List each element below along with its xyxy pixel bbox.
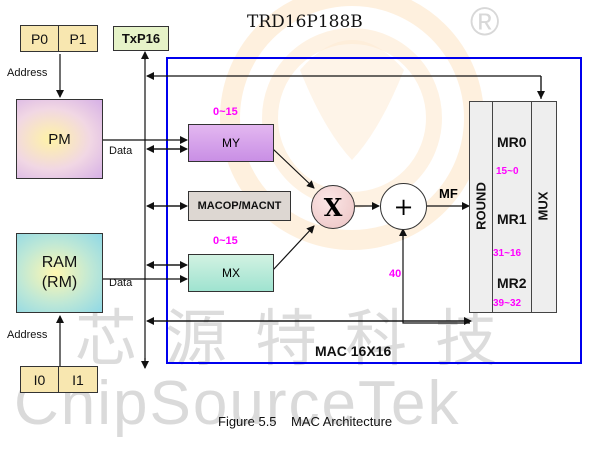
figure-caption: Figure 5.5 MAC Architecture [218,414,393,429]
data-label-pm: Data [109,145,133,157]
my-register: MY [188,124,274,162]
mux-label: MUX [535,191,551,221]
diagram-title: TRD16P188B [247,12,363,32]
my-range-label: 0~15 [213,106,238,118]
ram-label: RAM [41,254,78,271]
round-label: ROUND [473,182,489,230]
multiplier-node: X [311,185,355,229]
mac-boundary [166,57,582,364]
mr0-register: MR0 [497,134,527,150]
mac-name-label: MAC 16X16 [315,343,392,359]
mr1-bits: 31~16 [493,248,522,259]
registered-mark: ® [470,0,500,44]
mx-register: MX [188,254,274,292]
port-i0: I0 [20,366,59,393]
port-txp16: TxP16 [113,26,169,51]
mr0-bits: 15~0 [496,166,519,177]
adder-node: + [380,183,427,230]
ram-block: RAM (RM) [16,233,103,313]
ram-sublabel: (RM) [41,274,78,291]
port-p1: P1 [58,25,98,52]
mr2-bits: 39~32 [493,298,522,309]
program-memory-block: PM [16,99,103,179]
data-label-ram: Data [109,277,133,289]
address-label-top: Address [7,67,48,79]
mx-range-label: 0~15 [213,235,238,247]
port-i1: I1 [58,366,98,393]
mf-label: MF [439,186,458,201]
mux-column [531,101,557,313]
address-label-bottom: Address [7,329,48,341]
macop-macnt-register: MACOP/MACNT [188,191,291,221]
mr-column [492,101,534,313]
mr2-register: MR2 [497,275,527,291]
port-p0: P0 [20,25,59,52]
bus-width-label: 40 [389,268,402,280]
mr1-register: MR1 [497,211,527,227]
